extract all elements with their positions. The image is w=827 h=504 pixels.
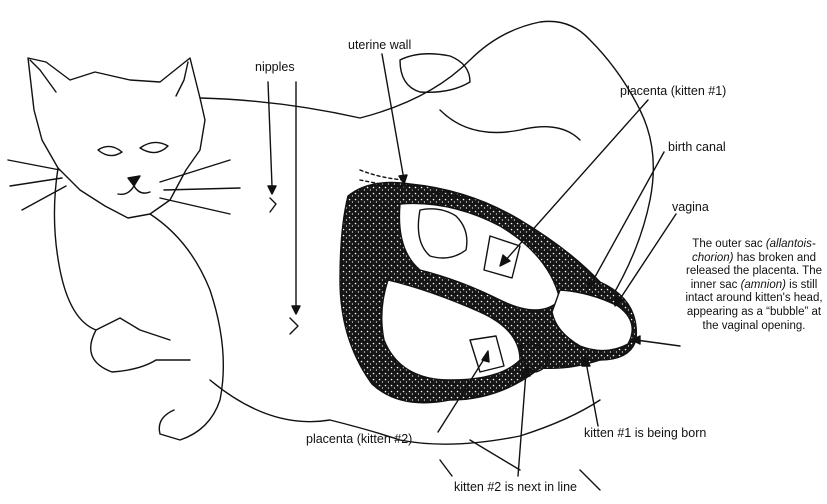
cat-head bbox=[8, 58, 240, 218]
cat-paw bbox=[400, 54, 470, 93]
right-eye bbox=[140, 142, 168, 152]
nipple-1 bbox=[270, 198, 276, 212]
note-term-amnion: (amnion) bbox=[741, 279, 786, 291]
label-kitten-2-next: kitten #2 is next in line bbox=[454, 480, 577, 494]
left-eye bbox=[98, 146, 122, 155]
explanatory-note: The outer sac (allantois-chorion) has br… bbox=[684, 238, 824, 333]
label-kitten-1-born: kitten #1 is being born bbox=[584, 426, 706, 440]
note-part-1: The outer sac bbox=[692, 238, 762, 250]
label-nipples: nipples bbox=[255, 60, 295, 74]
label-placenta-kitten-1: placenta (kitten #1) bbox=[620, 84, 726, 98]
label-placenta-kitten-2: placenta (kitten #2) bbox=[306, 432, 412, 446]
label-birth-canal: birth canal bbox=[668, 140, 726, 154]
label-vagina: vagina bbox=[672, 200, 709, 214]
nipple-2 bbox=[290, 318, 298, 334]
label-uterine-wall: uterine wall bbox=[348, 38, 411, 52]
